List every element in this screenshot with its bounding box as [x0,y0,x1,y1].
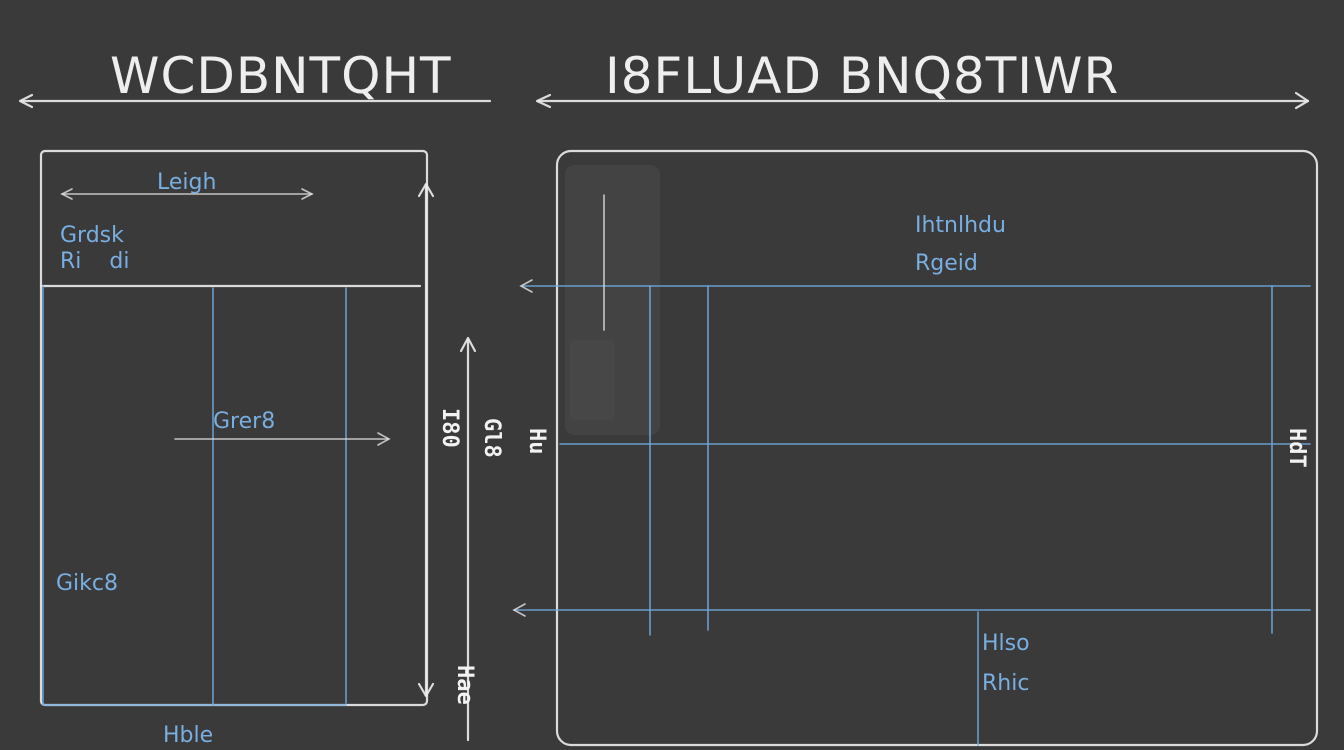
left-top-label-1: Grdsk [60,223,124,248]
left-top-label-2: Ri di [60,249,129,274]
right-top-label-1: Ihtnlhdu [915,213,1006,238]
left-title: WCDBNTQHT [110,47,452,105]
right-title: I8FLUAD BNQ8TIWR [605,47,1119,105]
left-mid-label: Grer8 [213,409,275,434]
left-bottom-label: Hble [163,723,213,748]
right-bottom-label-2: Rhic [982,671,1029,696]
center-vertical-label-2: Gl8 [479,418,504,458]
length-label: Leigh [157,170,216,195]
center-vertical-label-1: I80 [437,408,462,448]
right-title-arrow [535,91,1310,110]
right-top-arrow-line [519,279,1311,293]
right-bottom-arrow-line [512,603,1311,617]
right-top-label-2: Rgeid [915,251,978,276]
middle-arrow [174,432,391,446]
left-title-arrow [18,93,492,109]
center-vertical-arrow [459,336,477,742]
center-bottom-vertical-label: Hae [452,665,477,705]
right-panel-frame [555,149,1319,747]
left-low-label: Gikc8 [56,571,118,596]
left-vertical-arrow [417,182,435,698]
center-vertical-label-3: Hu [524,428,549,455]
right-vertical-label: HdT [1284,428,1309,468]
right-bottom-label-1: Hlso [982,631,1030,656]
length-arrow [60,188,314,200]
chalk-smudge [570,340,615,420]
